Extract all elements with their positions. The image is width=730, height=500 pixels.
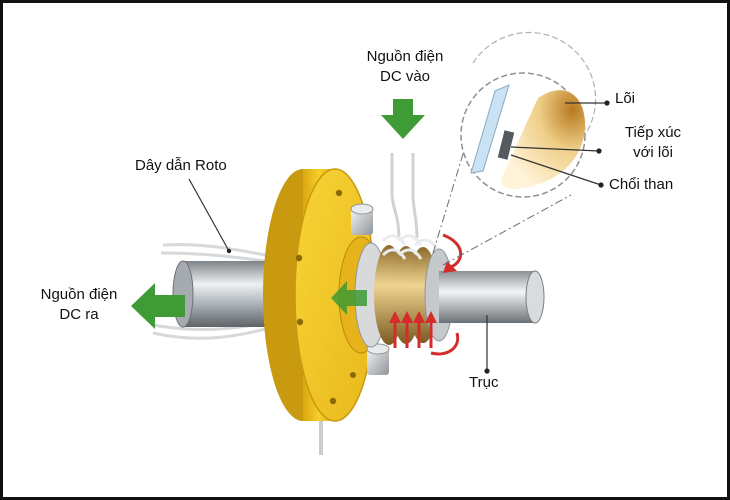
label-core-contact-line2: với lõi bbox=[633, 144, 673, 161]
carbon-brush-block bbox=[497, 130, 515, 160]
brush-leads bbox=[390, 153, 419, 239]
arrow-dc-in bbox=[381, 99, 425, 139]
arrow-dc-out bbox=[131, 283, 185, 329]
label-power-out-line2: DC ra bbox=[59, 306, 99, 323]
right-shaft-end bbox=[525, 270, 545, 324]
flange-holes bbox=[295, 189, 356, 405]
label-core: Lõi bbox=[615, 90, 636, 107]
right-shaft bbox=[439, 271, 535, 323]
label-shaft: Trục bbox=[469, 374, 499, 391]
slip-ring-diagram bbox=[131, 31, 610, 455]
label-power-out: Nguồn điện DC ra bbox=[19, 285, 139, 325]
left-shaft-end bbox=[172, 260, 194, 328]
label-power-in-line1: Nguồn điện bbox=[366, 48, 444, 65]
left-shaft bbox=[181, 261, 271, 327]
label-carbon-brush: Chổi than bbox=[609, 176, 674, 193]
bolts bbox=[350, 203, 390, 375]
label-core-contact-line1: Tiếp xúc bbox=[624, 124, 682, 141]
rotation-arrowheads bbox=[389, 261, 457, 323]
zoom-detail bbox=[460, 31, 597, 198]
core-shape bbox=[501, 90, 586, 189]
label-power-out-line1: Nguồn điện bbox=[40, 286, 118, 303]
brush-plate bbox=[470, 84, 510, 174]
label-core-contact: Tiếp xúc với lõi bbox=[603, 123, 703, 163]
arrow-hub bbox=[331, 281, 367, 315]
label-power-in-line2: DC vào bbox=[379, 68, 431, 85]
rotation-arrows bbox=[393, 233, 462, 356]
label-power-in: Nguồn điện DC vào bbox=[335, 47, 475, 87]
label-rotor-wire: Dây dẫn Roto bbox=[135, 157, 227, 174]
callout-lines bbox=[188, 102, 607, 371]
callout-dots bbox=[226, 100, 610, 374]
